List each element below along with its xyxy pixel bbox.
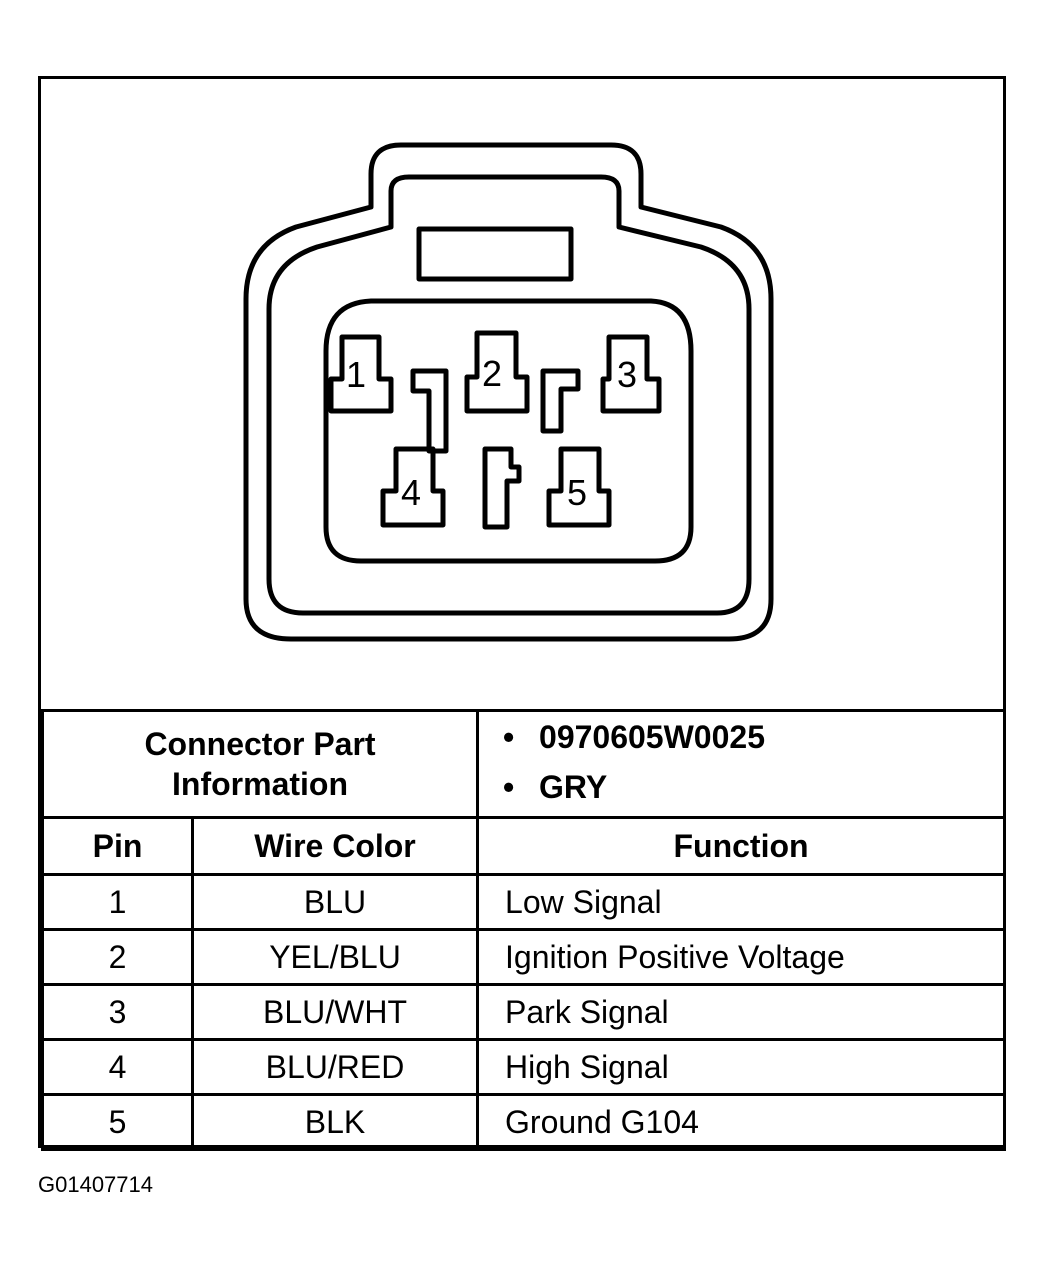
table-row: 1 BLU Low Signal [41,873,1007,931]
table-row: 2 YEL/BLU Ignition Positive Voltage [41,928,1007,986]
key-1 [410,368,449,454]
connector-face-diagram: 1 2 3 4 5 [41,79,1003,709]
part-number: 0970605W0025 [503,712,1003,762]
pin-3-terminal [600,334,662,414]
pin-2-terminal [464,330,530,414]
pin-4-terminal [380,446,446,528]
key-2 [540,368,581,434]
table-row: 5 BLK Ground G104 [41,1093,1007,1151]
pin-label-3: 3 [617,354,638,395]
pin-label-1: 1 [346,354,367,395]
pin-label-2: 2 [482,353,503,394]
pin-1-terminal [328,334,394,414]
pin-label-5: 5 [567,472,588,513]
connector-part-info-list: 0970605W0025 GRY [476,709,1007,819]
pin-column-header: Pin [41,816,194,876]
key-3 [482,446,522,530]
connector-color: GRY [503,762,1003,812]
wire-color-column-header: Wire Color [190,816,480,876]
connector-outline [243,142,774,642]
function-column-header: Function [476,816,1007,876]
connector-part-info-heading: Connector Part Information [40,709,480,819]
pin-5-terminal [546,446,612,528]
pin-label-4: 4 [401,472,422,513]
connector-pinout-table: Connector Part Information 0970605W0025 … [40,709,1007,1151]
figure-id: G01407714 [38,1172,153,1197]
table-row: 3 BLU/WHT Park Signal [41,983,1007,1041]
connector-figure-frame: 1 2 3 4 5 Connector Part Information 097… [38,76,1007,1151]
table-row: 4 BLU/RED High Signal [41,1038,1007,1096]
